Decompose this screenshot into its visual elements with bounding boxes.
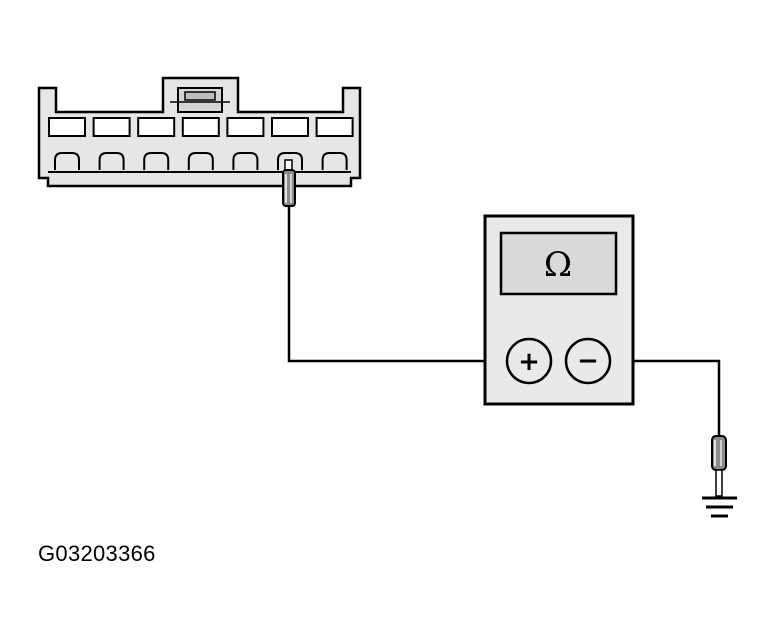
positive-test-lead (287, 206, 507, 363)
probe-body (282, 169, 296, 207)
figure-id-label: G03203366 (38, 541, 156, 566)
connector-cavity-top (181, 117, 220, 137)
connector-cavity-top (92, 117, 131, 137)
connector-cavity-bottom (187, 152, 214, 170)
connector-cavity-bottom (143, 152, 170, 170)
negative-terminal-symbol: − (577, 346, 599, 376)
multimeter: Ω + − (483, 214, 635, 406)
connector-cavity-bottom (54, 152, 80, 170)
positive-terminal (505, 337, 553, 385)
connector-terminal-row (48, 117, 354, 137)
positive-terminal-symbol: + (518, 347, 540, 377)
connector-cavity-top (48, 117, 86, 137)
connector-cavity-bottom (321, 152, 348, 170)
connector-pin-row (54, 152, 348, 170)
connector-lock-latch (184, 91, 216, 101)
negative-terminal (564, 337, 612, 385)
connector-cavity-top (271, 117, 309, 137)
connector-cavity-top (315, 117, 354, 137)
ground-icon (702, 496, 737, 518)
ohm-symbol: Ω (544, 245, 572, 285)
back-probe (282, 159, 296, 207)
connector-cavity-bottom (98, 152, 125, 170)
ground-probe-tip (715, 469, 723, 497)
multimeter-display (499, 231, 618, 296)
connector-cavity-top (137, 117, 176, 137)
ground-probe (711, 435, 727, 497)
connector-cavity-bottom (277, 152, 303, 170)
connector-cavity-bottom (232, 152, 259, 170)
negative-test-lead (610, 359, 721, 440)
connector-cavity-top (226, 117, 265, 137)
ground-probe-body (711, 435, 727, 471)
